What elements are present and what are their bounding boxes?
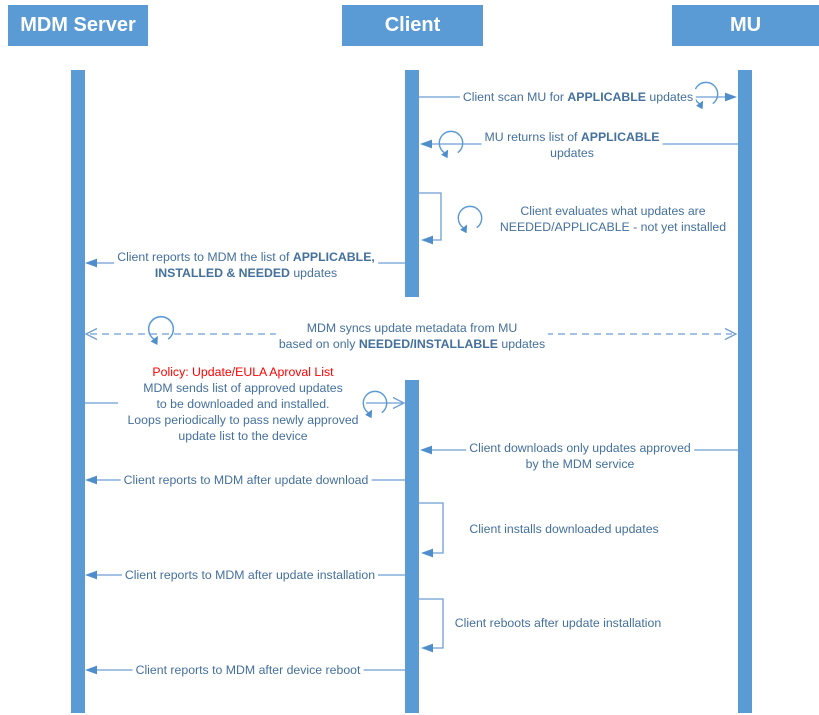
arrowhead-syncs-left <box>84 327 98 341</box>
syncs-line-1: MDM syncs update metadata from MU <box>306 321 518 335</box>
arrowhead-reboots <box>421 643 433 653</box>
reports-list-text-bold-1: APPLICABLE, <box>292 250 375 264</box>
evaluates-line-1: Client evaluates what updates are <box>520 204 706 218</box>
returns-text-pre: MU returns list of <box>484 130 581 144</box>
returns-text-bold: APPLICABLE <box>580 130 660 144</box>
arrowhead-policy <box>392 396 406 410</box>
message-label-reboots: Client reboots after update installation <box>454 616 662 630</box>
loop-icon-evaluates <box>457 205 483 234</box>
reports-list-text-pre: Client reports to MDM the list of <box>117 250 293 264</box>
actor-label-client: Client <box>384 14 441 36</box>
self-loop-installs <box>419 502 444 554</box>
reports-list-text-bold-2: INSTALLED & NEEDED <box>154 266 290 280</box>
arrowhead-evaluates <box>421 235 433 245</box>
message-label-syncs: MDM syncs update metadata from MU based … <box>275 320 549 352</box>
arrowhead-report-reboot <box>85 665 97 675</box>
loop-icon-syncs <box>147 315 175 346</box>
policy-line-4: update list to the device <box>178 429 308 443</box>
lifeline-bar-client-segment-1 <box>405 70 419 297</box>
arrowhead-report-install <box>85 570 97 580</box>
lifeline-bar-mu <box>738 70 752 713</box>
arrowhead-scan <box>725 92 737 102</box>
message-label-scan: Client scan MU for APPLICABLE updates <box>459 89 697 105</box>
actor-box-mdm-server: MDM Server <box>8 5 148 46</box>
downloads-line-1: Client downloads only updates approved <box>469 441 691 455</box>
policy-line-3: Loops periodically to pass newly approve… <box>127 413 359 427</box>
reports-list-text-post: updates <box>289 266 338 280</box>
message-label-report-download: Client reports to MDM after update downl… <box>120 472 372 488</box>
actor-label-mu: MU <box>729 14 762 36</box>
loop-icon-scan <box>693 81 719 110</box>
arrowhead-reports-list <box>85 258 97 268</box>
actor-box-client: Client <box>342 5 483 46</box>
scan-text-bold: APPLICABLE <box>567 90 646 104</box>
scan-text-post: updates <box>645 90 694 104</box>
message-label-report-reboot: Client reports to MDM after device reboo… <box>132 662 364 678</box>
message-label-evaluates: Client evaluates what updates are NEEDED… <box>500 203 726 235</box>
arrowhead-syncs-right <box>724 327 738 341</box>
actor-label-mdm-server: MDM Server <box>20 14 136 36</box>
scan-text-pre: Client scan MU for <box>462 90 568 104</box>
syncs-line-2: based on only NEEDED/INSTALLABLE updates <box>279 336 545 352</box>
arrowhead-report-download <box>85 475 97 485</box>
message-label-downloads: Client downloads only updates approved b… <box>466 440 694 472</box>
downloads-line-2: by the MDM service <box>525 457 635 471</box>
loop-icon-returns <box>438 130 464 159</box>
loop-icon-policy <box>362 390 388 419</box>
syncs-text-pre: based on only <box>278 337 359 351</box>
policy-line-2: to be downloaded and installed. <box>156 397 330 411</box>
message-label-report-install: Client reports to MDM after update insta… <box>121 567 379 583</box>
lifeline-bar-mdm <box>71 70 85 713</box>
policy-line-1: MDM sends list of approved updates <box>143 381 343 395</box>
evaluates-line-2: NEEDED/APPLICABLE - not yet installed <box>499 220 727 234</box>
arrowhead-downloads <box>420 445 432 455</box>
lifeline-bar-client-segment-2 <box>405 380 419 713</box>
policy-title: Policy: Update/EULA Aproval List <box>152 365 334 379</box>
reports-list-line-2: INSTALLED & NEEDED updates <box>117 265 375 281</box>
message-label-returns: MU returns list of APPLICABLE updates <box>481 129 663 161</box>
returns-line-2: updates <box>550 146 594 160</box>
syncs-text-bold: NEEDED/INSTALLABLE <box>358 337 498 351</box>
arrowhead-installs <box>421 548 433 558</box>
message-label-reports-list: Client reports to MDM the list of APPLIC… <box>114 249 378 281</box>
message-label-installs: Client installs downloaded updates <box>469 522 659 536</box>
syncs-text-post: updates <box>497 337 546 351</box>
self-loop-evaluates <box>419 192 442 241</box>
self-loop-reboots <box>419 598 444 649</box>
reports-list-line-1: Client reports to MDM the list of APPLIC… <box>117 249 375 265</box>
arrowhead-returns <box>420 139 432 149</box>
actor-box-mu: MU <box>672 5 819 46</box>
message-label-policy: Policy: Update/EULA Aproval List MDM sen… <box>127 364 358 444</box>
returns-line-1: MU returns list of APPLICABLE <box>485 129 660 145</box>
